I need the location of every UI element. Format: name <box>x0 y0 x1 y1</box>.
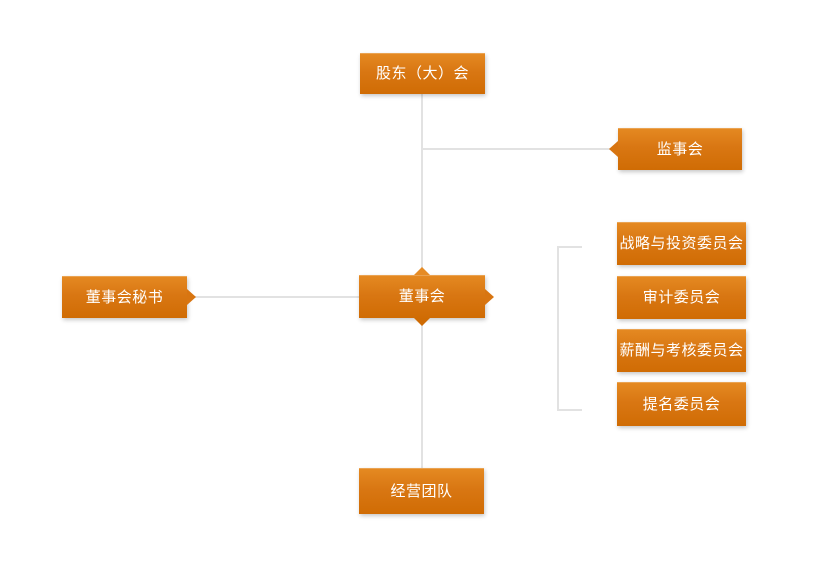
committees-bracket-vertical-line <box>557 246 559 411</box>
node-label-supervisory: 监事会 <box>656 140 704 158</box>
org-node-nomination-committee: 提名委员会 <box>617 382 746 426</box>
org-node-strategy-investment-committee: 战略与投资委员会 <box>617 222 746 265</box>
node-label-board: 董事会 <box>398 288 446 305</box>
committees-bracket-bottom-stub <box>557 409 582 411</box>
right-arrow-tab-icon <box>485 288 494 305</box>
node-label-shareholders: 股东（大）会 <box>375 65 469 82</box>
org-node-supervisory-board: 监事会 <box>609 128 742 170</box>
left-arrow-tab-icon <box>609 141 618 157</box>
connector-shareholders-to-board <box>421 94 423 270</box>
right-arrow-tab-icon <box>187 289 196 305</box>
node-label-secretary: 董事会秘书 <box>85 288 164 306</box>
connector-board-to-management <box>421 322 423 468</box>
node-label-strategy-committee: 战略与投资委员会 <box>619 235 744 252</box>
node-label-management: 经营团队 <box>390 482 453 500</box>
committees-bracket-top-stub <box>557 246 582 248</box>
node-label-audit-committee: 审计委员会 <box>642 289 721 306</box>
up-arrow-tab-icon <box>414 267 430 275</box>
org-node-board-of-directors: 董事会 <box>359 267 494 326</box>
connector-branch-to-supervisory <box>422 148 611 150</box>
org-node-remuneration-appraisal-committee: 薪酬与考核委员会 <box>617 329 746 372</box>
org-node-audit-committee: 审计委员会 <box>617 276 746 319</box>
node-label-nomination-committee: 提名委员会 <box>642 395 721 413</box>
connector-secretary-to-board <box>195 296 359 298</box>
org-node-management-team: 经营团队 <box>359 468 484 514</box>
node-label-remuneration-committee: 薪酬与考核委员会 <box>619 342 744 359</box>
org-node-board-secretary: 董事会秘书 <box>62 276 196 318</box>
down-arrow-tab-icon <box>414 318 430 326</box>
org-node-shareholders-meeting: 股东（大）会 <box>360 53 485 94</box>
